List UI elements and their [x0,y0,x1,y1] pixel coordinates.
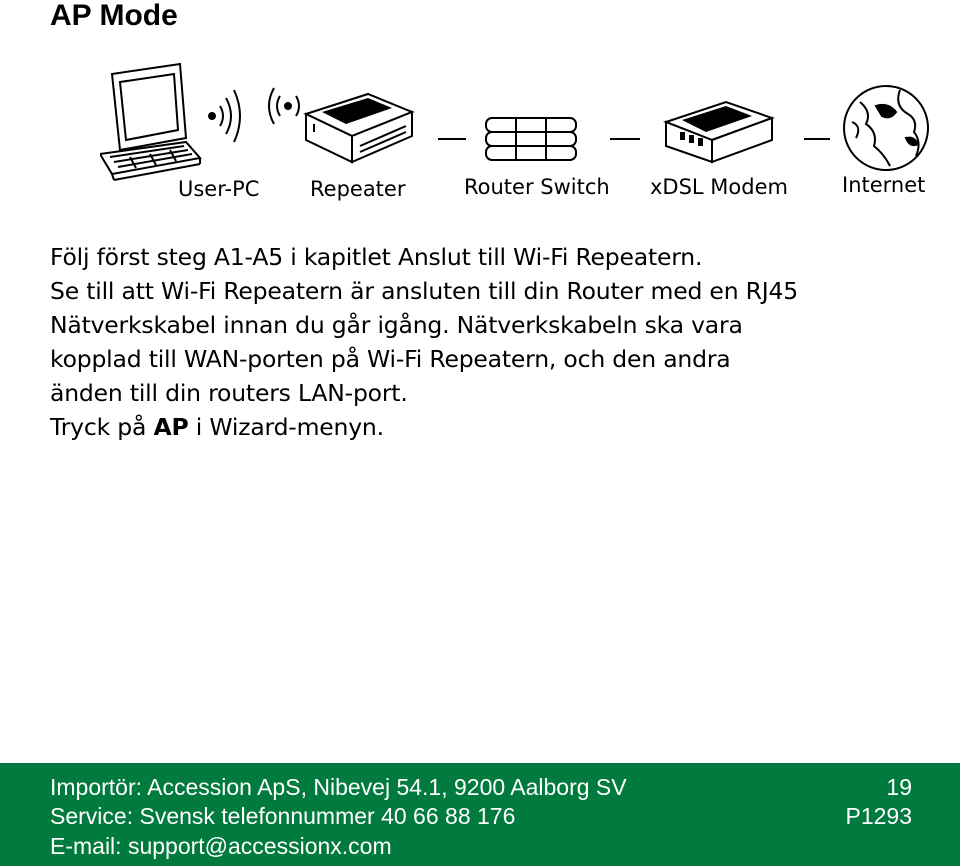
instruction-line-3: Nätverkskabel innan du går igång. Nätver… [50,311,743,339]
label-router-switch: Router Switch [464,175,610,199]
instruction-suffix: i Wizard-menyn. [188,413,384,441]
label-xdsl-modem: xDSL Modem [650,175,788,199]
repeater-icon [303,92,415,164]
label-user-pc: User-PC [178,177,259,201]
instructions: Följ först steg A1-A5 i kapitlet Anslut … [50,240,930,444]
ap-keyword: AP [153,413,189,441]
globe-icon [843,85,929,171]
network-diagram: User-PC Repeater Router Switch xDSL Mode… [100,62,940,212]
label-internet: Internet [842,173,925,197]
instruction-line-5: änden till din routers LAN-port. [50,379,408,407]
label-repeater: Repeater [310,177,406,201]
wireless-signal-icon [208,87,300,143]
footer: Importör: Accession ApS, Nibevej 54.1, 9… [0,763,960,866]
footer-service: Service: Svensk telefonnummer 40 66 88 1… [50,803,516,829]
instruction-line-2: Se till att Wi-Fi Repeatern är ansluten … [50,277,799,305]
page-number: 19 [886,774,912,800]
footer-email: E-mail: support@accessionx.com [50,833,392,859]
instruction-line-4: kopplad till WAN-porten på Wi-Fi Repeate… [50,345,731,373]
router-switch-icon [485,117,577,161]
instruction-line-1: Följ först steg A1-A5 i kapitlet Anslut … [50,243,703,271]
instruction-prefix: Tryck på [50,413,154,441]
xdsl-modem-icon [663,100,775,164]
product-code: P1293 [845,803,912,829]
footer-importer: Importör: Accession ApS, Nibevej 54.1, 9… [50,774,627,800]
page-title: AP Mode [50,0,178,32]
laptop-icon [100,62,202,181]
instruction-line-6: Tryck på AP i Wizard-menyn. [50,410,930,444]
